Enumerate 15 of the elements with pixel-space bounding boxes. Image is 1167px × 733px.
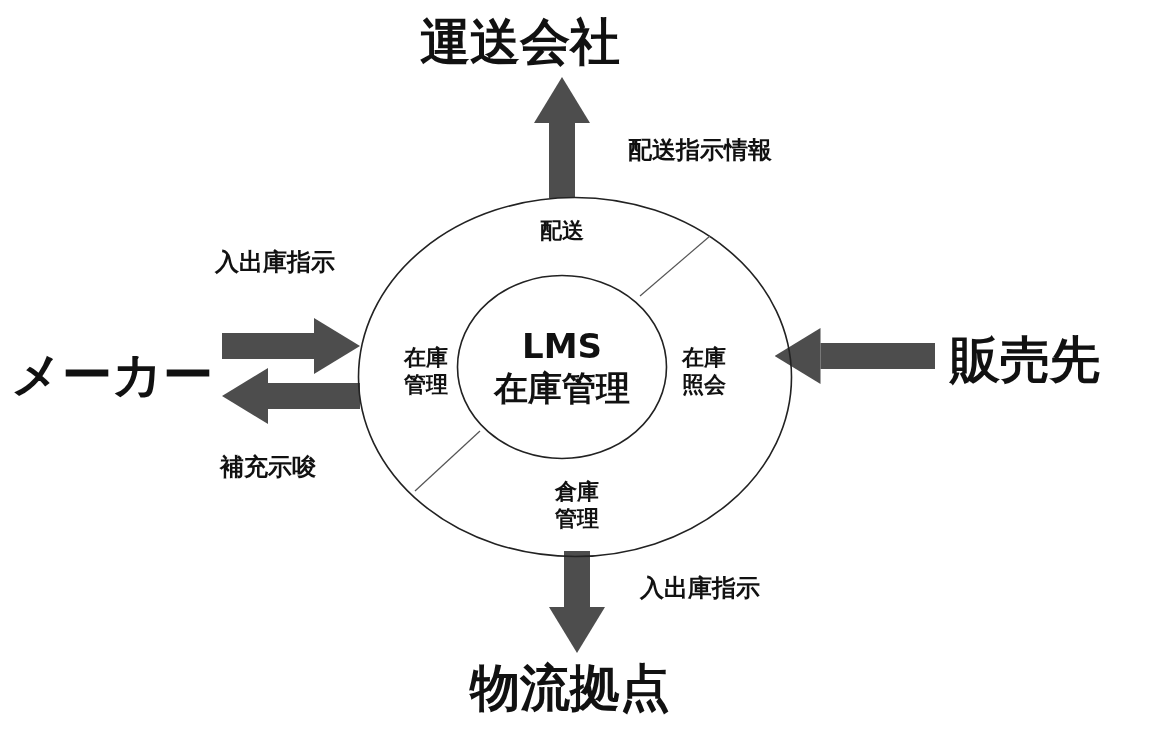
node-label: 運送会社 [410, 7, 630, 77]
center-text: LMS 在庫管理 [492, 324, 631, 410]
ring-diagram [357, 196, 793, 558]
node-label: メーカー [2, 329, 222, 421]
segment-label: 配送 [522, 198, 602, 248]
block-arrow [222, 318, 360, 374]
block-arrow [222, 368, 360, 424]
block-arrow [549, 551, 605, 653]
block-arrow [774, 328, 935, 384]
segment-label: 倉庫管理 [549, 475, 605, 551]
node-label: 物流拠点 [450, 653, 690, 723]
segment-label: 在庫照会 [679, 341, 775, 401]
node-label: 販売先 [935, 325, 1115, 395]
segment-label: 在庫管理 [360, 341, 450, 401]
block-arrow [534, 77, 590, 198]
